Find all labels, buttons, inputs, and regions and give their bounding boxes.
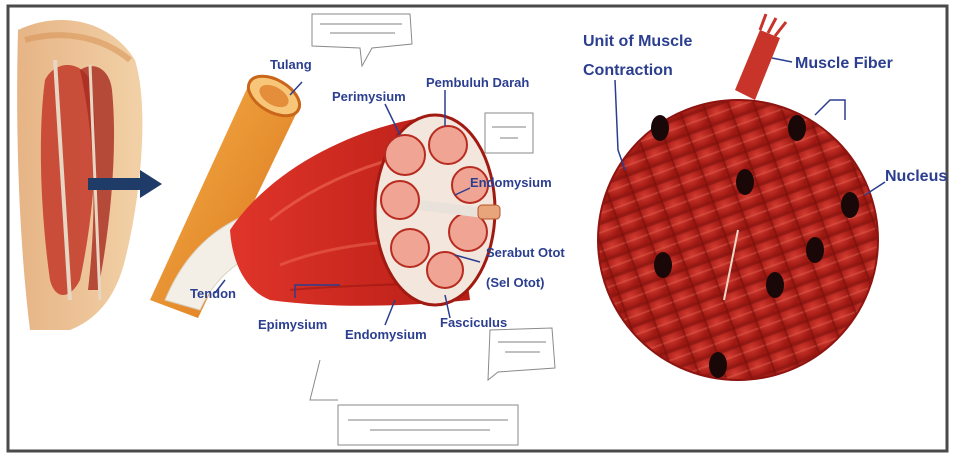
- nucleus-dot: [654, 252, 672, 278]
- label-epimysium: Epimysium: [258, 318, 327, 333]
- nucleus-dot: [709, 352, 727, 378]
- nucleus-dot: [788, 115, 806, 141]
- label-nucleus: Nucleus: [885, 168, 947, 186]
- label-serabut-otot: Serabut Otot: [486, 246, 565, 261]
- label-contraction: Contraction: [583, 62, 673, 80]
- nucleus-dot: [736, 169, 754, 195]
- label-pembuluh-darah: Pembuluh Darah: [426, 76, 529, 91]
- label-sel-otot: (Sel Otot): [486, 276, 545, 291]
- label-fasciculus: Fasciculus: [440, 316, 507, 331]
- label-muscle-fiber: Muscle Fiber: [795, 55, 893, 73]
- nucleus-dot: [806, 237, 824, 263]
- label-unit-of-muscle: Unit of Muscle: [583, 33, 692, 51]
- nucleus-dot: [766, 272, 784, 298]
- label-tulang: Tulang: [270, 58, 312, 73]
- nucleus-dot: [651, 115, 669, 141]
- label-endomysium-right: Endomysium: [470, 176, 552, 191]
- nucleus-dot: [841, 192, 859, 218]
- muscle-fiber-circle: [598, 100, 878, 380]
- label-tendon: Tendon: [190, 287, 236, 302]
- label-perimysium: Perimysium: [332, 90, 406, 105]
- label-endomysium-bottom: Endomysium: [345, 328, 427, 343]
